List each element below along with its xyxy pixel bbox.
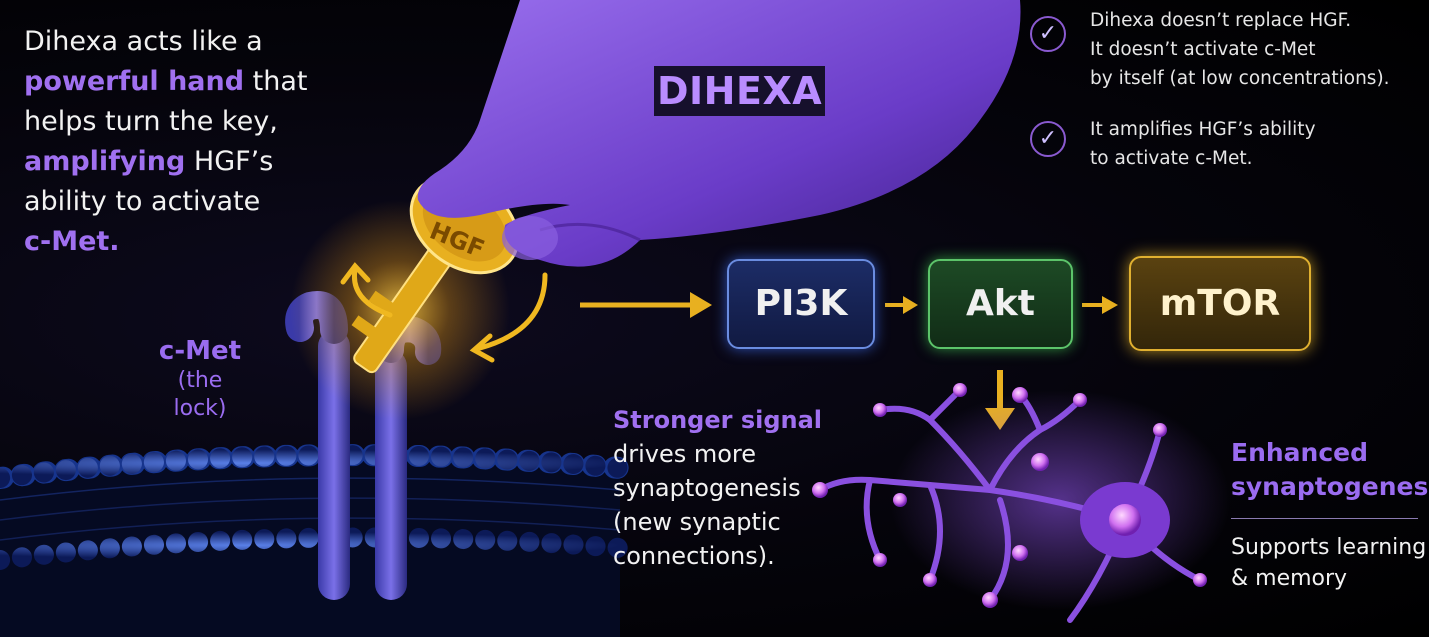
stronger-signal-highlight: Stronger signal: [613, 406, 823, 434]
intro-line-4-rest: HGF’s: [185, 146, 274, 177]
supports-line-1: Supports learning: [1231, 535, 1427, 560]
rotation-arrow-icon: [340, 262, 548, 363]
supports-line-2: & memory: [1231, 566, 1348, 591]
intro-line-5: ability to activate: [24, 186, 261, 217]
intro-line-2: powerful hand that: [24, 62, 307, 102]
check-circle-icon: ✓: [1030, 16, 1066, 52]
stronger-signal-text: Stronger signal drives more synaptogenes…: [613, 403, 822, 573]
cmet-caption: (the lock): [173, 368, 227, 421]
stronger-line: connections).: [613, 542, 775, 570]
enhanced-line-2: synaptogenesis: [1231, 472, 1429, 501]
note-1-line: It doesn’t activate c-Met: [1090, 39, 1316, 60]
enhanced-synaptogenesis-heading: Enhanced synaptogenesis: [1231, 436, 1429, 504]
cmet-label: c-Met (the lock): [150, 335, 250, 423]
arrow-to-pi3k-icon: [580, 292, 712, 318]
note-2: It amplifies HGF’s ability to activate c…: [1090, 115, 1316, 173]
note-1: Dihexa doesn’t replace HGF. It doesn’t a…: [1090, 6, 1390, 93]
cmet-name: c-Met: [158, 336, 242, 366]
intro-highlight-powerful-hand: powerful hand: [24, 66, 245, 97]
pathway-box-pi3k: PI3K: [727, 259, 875, 349]
neuron-illustration: [812, 383, 1230, 623]
note-2-line: to activate c-Met.: [1090, 148, 1253, 169]
intro-line-4: amplifying HGF’s: [24, 142, 307, 182]
intro-highlight-amplifying: amplifying: [24, 146, 186, 177]
check-circle-icon: ✓: [1030, 121, 1066, 157]
pathway-box-akt: Akt: [928, 259, 1073, 349]
dihexa-hand: [417, 0, 1021, 267]
divider: [1231, 518, 1418, 519]
intro-text: Dihexa acts like a powerful hand that he…: [24, 22, 307, 262]
intro-line-1: Dihexa acts like a: [24, 26, 263, 57]
stronger-line: synaptogenesis: [613, 474, 801, 502]
arrow-akt-mtor-icon: [1082, 296, 1118, 314]
stronger-line: (new synaptic: [613, 508, 781, 536]
intro-line-2-rest: that: [244, 66, 308, 97]
enhanced-line-1: Enhanced: [1231, 438, 1369, 467]
supports-text: Supports learning & memory: [1231, 532, 1426, 594]
pathway-box-mtor: mTOR: [1129, 256, 1311, 351]
arrow-pi3k-akt-icon: [885, 296, 918, 314]
cell-membrane: [0, 444, 631, 637]
note-2-line: It amplifies HGF’s ability: [1090, 119, 1316, 140]
dihexa-label: DIHEXA: [654, 66, 826, 116]
note-1-line: by itself (at low concentrations).: [1090, 68, 1390, 89]
intro-line-3: helps turn the key,: [24, 106, 278, 137]
intro-highlight-cmet: c-Met.: [24, 226, 120, 257]
note-1-line: Dihexa doesn’t replace HGF.: [1090, 10, 1352, 31]
stronger-line: drives more: [613, 440, 757, 468]
